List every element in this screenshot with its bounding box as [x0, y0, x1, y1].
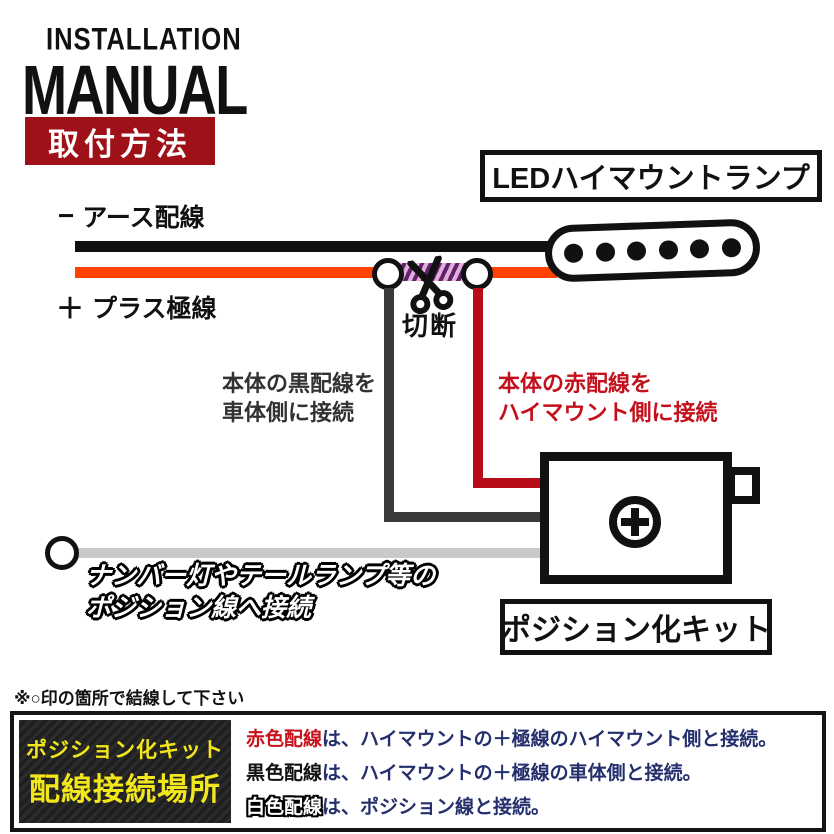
orange-plus-wire — [75, 267, 557, 278]
cut-label: 切断 — [402, 311, 459, 341]
title-manual: MANUAL — [22, 51, 248, 129]
kit-red-wire-horizontal — [473, 478, 544, 488]
plus-wire-label: ＋ プラス極線 — [56, 287, 217, 327]
plus-terminal-icon-bar — [631, 508, 639, 536]
ground-wire-label: − アース配線 — [58, 198, 205, 234]
table-row: 白色配線は、ポジション線と接続。 — [246, 792, 822, 819]
red-wire-instruction: 本体の赤配線を ハイマウント側に接続 — [498, 370, 718, 427]
splice-circle-right — [461, 258, 493, 290]
minus-sign: − — [58, 200, 75, 231]
black-ground-wire — [75, 241, 557, 252]
table-heading-cell: ポジション化キット 配線接続場所 — [19, 720, 231, 823]
position-wire-instruction: ナンバー灯やテールランプ等の ポジション線へ接続 — [86, 560, 435, 624]
table-heading-line1: ポジション化キット — [26, 739, 224, 762]
table-rows: 赤色配線は、ハイマウントの＋極線のハイマウント側と接続。 黒色配線は、ハイマウン… — [236, 715, 822, 828]
white-wire-term: 白色配線 — [246, 797, 323, 818]
section-badge: 取付方法 — [25, 117, 215, 165]
black-wire-term: 黒色配線 — [246, 763, 323, 784]
led-dot — [564, 243, 584, 264]
kit-connector-tab — [727, 467, 760, 504]
black-wire-instruction-line2: 車体側に接続 — [222, 399, 355, 425]
red-wire-rule: は、ハイマウントの＋極線のハイマウント側と接続。 — [322, 729, 778, 750]
ground-wire-text: アース配線 — [82, 204, 205, 232]
black-wire-instruction: 本体の黒配線を 車体側に接続 — [222, 370, 376, 427]
red-wire-term: 赤色配線 — [246, 729, 323, 750]
splice-note: ※○印の箇所で結線して下さい — [14, 689, 245, 708]
kit-label-box: ポジション化キット — [500, 599, 772, 655]
splice-circle-left — [372, 258, 404, 290]
plus-sign: ＋ — [56, 293, 85, 324]
led-high-mount-lamp — [544, 218, 761, 283]
kit-red-wire-vertical — [473, 288, 483, 488]
scissors-icon — [407, 254, 454, 315]
position-wire-instruction-line2: ポジション線へ接続 — [86, 594, 312, 622]
kit-black-wire-vertical — [384, 288, 394, 522]
black-wire-rule: は、ハイマウントの＋極線の車体側と接続。 — [322, 763, 702, 784]
led-dot — [595, 242, 616, 262]
white-wire-rule: は、ポジション線と接続。 — [322, 797, 551, 818]
lamp-label-box: LEDハイマウントランプ — [480, 150, 822, 202]
connection-table: ポジション化キット 配線接続場所 赤色配線は、ハイマウントの＋極線のハイマウント… — [10, 711, 826, 832]
plus-wire-text: プラス極線 — [92, 295, 217, 323]
position-wire-instruction-line1: ナンバー灯やテールランプ等の — [86, 562, 436, 590]
table-row: 赤色配線は、ハイマウントの＋極線のハイマウント側と接続。 — [246, 724, 822, 751]
white-position-wire — [78, 548, 540, 558]
position-splice-circle — [45, 536, 79, 570]
kit-black-wire-horizontal — [384, 512, 544, 522]
red-wire-instruction-line2: ハイマウント側に接続 — [498, 399, 718, 425]
table-row: 黒色配線は、ハイマウントの＋極線の車体側と接続。 — [246, 758, 822, 785]
black-wire-instruction-line1: 本体の黒配線を — [222, 371, 377, 396]
position-kit-unit — [540, 452, 732, 584]
title-installation: INSTALLATION — [46, 22, 242, 57]
led-dot — [721, 237, 741, 258]
red-wire-instruction-line1: 本体の赤配線を — [498, 371, 653, 396]
table-heading-line2: 配線接続場所 — [29, 772, 221, 807]
led-dot — [689, 239, 710, 259]
led-dot — [626, 241, 647, 261]
led-dot — [658, 240, 679, 260]
